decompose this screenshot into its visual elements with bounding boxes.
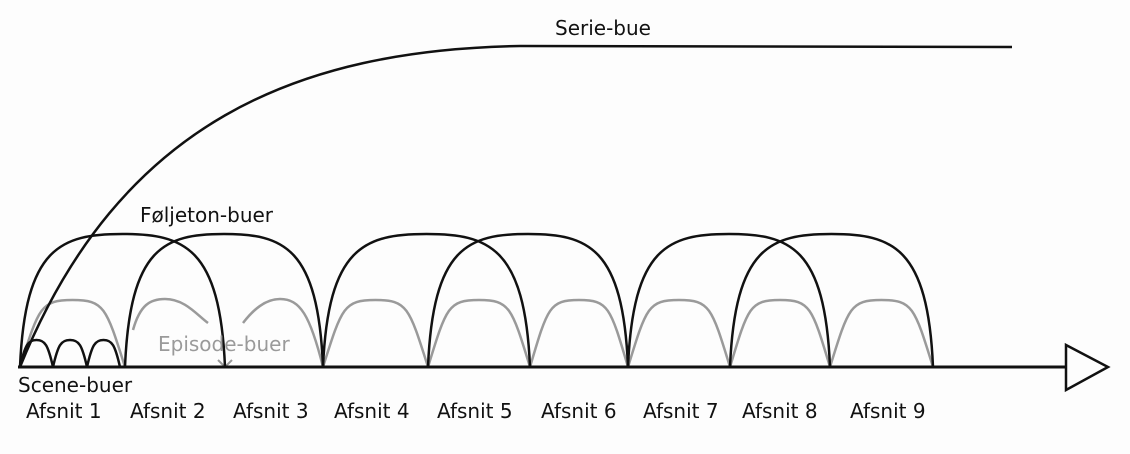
- serial-arc: [728, 232, 935, 368]
- episode-label-8: Afsnit 8: [742, 399, 818, 423]
- scene-arc: [51, 338, 89, 368]
- scene-arc: [18, 338, 55, 368]
- serial-arc: [626, 232, 832, 368]
- episode-label-6: Afsnit 6: [541, 399, 617, 423]
- series-arc-label: Serie-bue: [555, 16, 651, 40]
- episode-arc: [242, 297, 325, 368]
- episode-arc: [828, 298, 935, 368]
- serial-arc: [426, 232, 630, 368]
- serial-arc: [321, 232, 532, 368]
- episode-arc: [18, 298, 127, 368]
- episode-label-3: Afsnit 3: [233, 399, 309, 423]
- serial-arc: [123, 232, 325, 368]
- episode-label-4: Afsnit 4: [334, 399, 410, 423]
- episode-label-9: Afsnit 9: [850, 399, 926, 423]
- episode-arc: [131, 297, 209, 331]
- episode-arc: [321, 298, 430, 368]
- serial-arcs-label: Føljeton-buer: [140, 203, 274, 227]
- episode-label-2: Afsnit 2: [130, 399, 206, 423]
- timeline-arrow-icon: [1064, 342, 1111, 393]
- episode-label-7: Afsnit 7: [643, 399, 719, 423]
- episode-arc: [528, 298, 630, 368]
- serial-arc: [18, 232, 227, 368]
- scene-arc: [85, 338, 122, 368]
- scene-arcs-label: Scene-buer: [18, 373, 133, 397]
- episode-label-5: Afsnit 5: [437, 399, 513, 423]
- episode-arc: [426, 298, 532, 368]
- episode-arc: [626, 298, 732, 368]
- series-arc: [18, 44, 1013, 368]
- episode-arcs-label: Episode-buer: [158, 332, 290, 356]
- episode-arc: [728, 298, 832, 368]
- episode-label-1: Afsnit 1: [26, 399, 102, 423]
